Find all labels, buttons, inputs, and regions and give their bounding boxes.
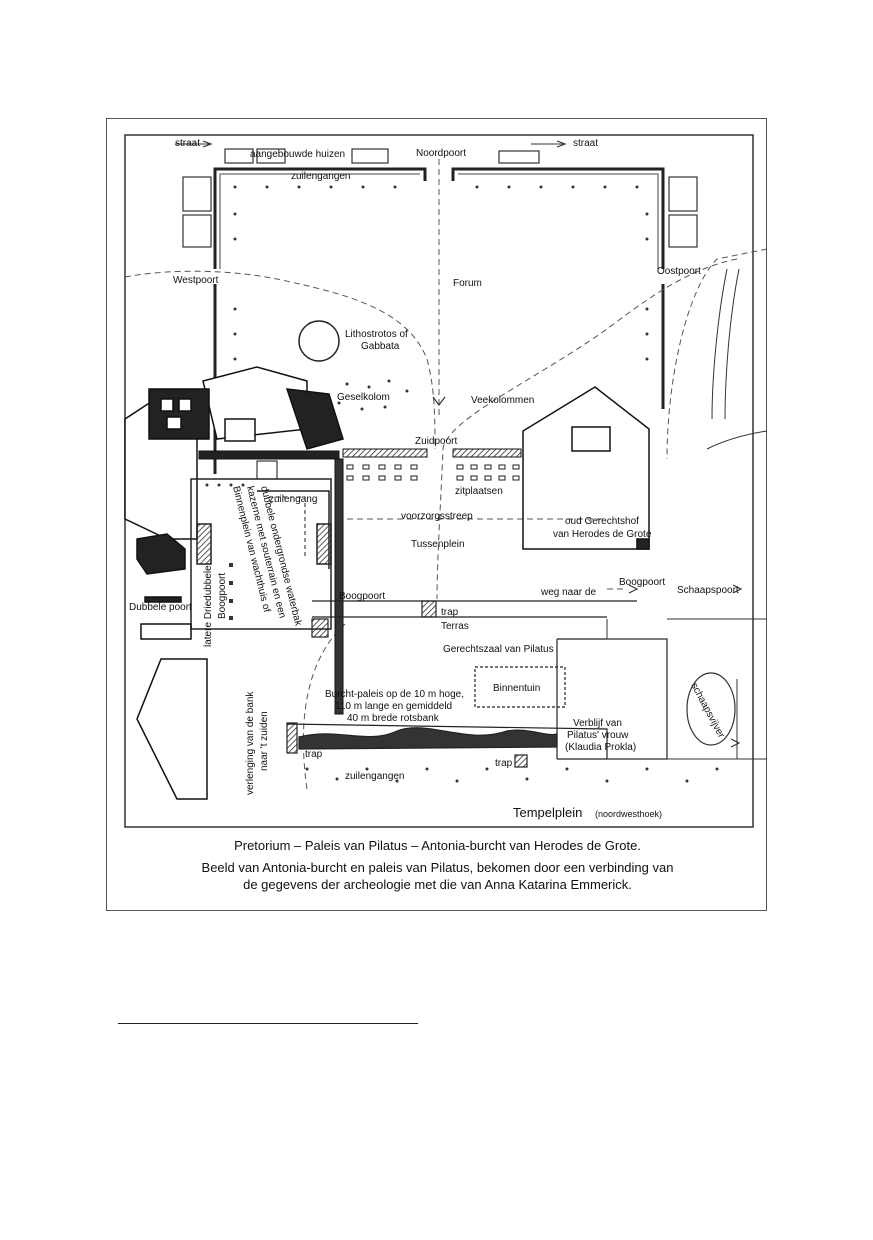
label-trap-left: trap xyxy=(305,749,323,760)
label-burcht-3: 40 m brede rotsbank xyxy=(347,713,440,724)
label-tussenplein: Tussenplein xyxy=(411,539,465,550)
label-boogpoort-left: Boogpoort xyxy=(339,591,385,602)
palace-outline xyxy=(286,600,668,768)
east-road xyxy=(706,268,768,450)
label-schaapspoort: Schaapspoort xyxy=(677,585,739,596)
label-oostpoort: Oostpoort xyxy=(657,266,701,277)
label-oud-gerechtshof-2: van Herodes de Grote xyxy=(553,529,652,540)
label-geselkolom: Geselkolom xyxy=(337,392,390,403)
label-boogpoort-right: Boogpoort xyxy=(619,577,665,588)
figure-frame: straat straat aangebouwde huizen Noordpo… xyxy=(106,118,768,911)
label-weg-naar-de: weg naar de xyxy=(540,587,596,598)
label-binnentuin: Binnentuin xyxy=(493,683,540,694)
label-zuilengangen-bottom: zuilengangen xyxy=(345,771,405,782)
south-forum-wall xyxy=(198,448,522,715)
arrow-heads xyxy=(202,140,743,748)
site-plan: straat straat aangebouwde huizen Noordpo… xyxy=(124,134,768,828)
label-verlenging-2: naar 't zuiden xyxy=(259,711,270,771)
label-westpoort: Westpoort xyxy=(173,275,219,286)
label-forum: Forum xyxy=(453,278,482,289)
label-tempelplein: Tempelplein xyxy=(513,805,582,820)
label-zuilengangen-top: zuilengangen xyxy=(291,171,351,182)
caption-line-3: de gegevens der archeologie met die van … xyxy=(243,877,632,892)
label-veekolommen: Veekolommen xyxy=(471,395,534,406)
footnote-rule xyxy=(118,1023,418,1024)
label-oud-gerechtshof-1: oud Gerechtshof xyxy=(565,516,639,527)
east-palace-lines xyxy=(606,618,767,760)
label-burcht-1: Burcht-paleis op de 10 m hoge, xyxy=(325,689,464,700)
label-dubbele-poort: Dubbele poort xyxy=(129,602,192,613)
caption-line-2: Beeld van Antonia-burcht en paleis van P… xyxy=(201,860,674,875)
label-verblijf-2: Pilatus' vrouw xyxy=(567,730,629,741)
label-verblijf-1: Verblijf van xyxy=(573,718,622,729)
label-verblijf-3: (Klaudia Prokla) xyxy=(565,742,636,753)
label-lithostrotos-1: Lithostrotos of xyxy=(345,329,408,340)
label-lithostrotos-2: Gabbata xyxy=(361,341,400,352)
map-border xyxy=(124,134,754,828)
label-zuilengang: zuilengang xyxy=(269,494,317,505)
inner-courtyard xyxy=(190,478,332,630)
label-trap-mid: trap xyxy=(441,607,459,618)
label-zuidpoort: Zuidpoort xyxy=(415,436,457,447)
dashed-paths xyxy=(124,159,768,790)
label-aangebouwde-huizen: aangebouwde huizen xyxy=(250,149,345,160)
label-latere-2: Boogpoort xyxy=(217,573,228,619)
label-straat-left: straat xyxy=(175,138,200,149)
label-trap-bottom: trap xyxy=(495,758,513,769)
label-burcht-2: 110 m lange en gemiddeld xyxy=(335,701,452,712)
houses-top xyxy=(182,148,698,248)
forum-columns xyxy=(233,185,649,411)
label-noordpoort: Noordpoort xyxy=(416,148,466,159)
courtyard-columns xyxy=(205,483,245,620)
label-zitplaatsen: zitplaatsen xyxy=(455,486,503,497)
caption-line-1: Pretorium – Paleis van Pilatus – Antonia… xyxy=(234,838,641,853)
label-gerechtszaal: Gerechtszaal van Pilatus xyxy=(443,644,554,655)
label-noordwesthoek: (noordwesthoek) xyxy=(595,809,662,819)
forum-inner-walls xyxy=(219,173,659,269)
label-latere-1: latere Driedubbele xyxy=(203,565,214,647)
label-straat-right: straat xyxy=(573,138,598,149)
forum-walls xyxy=(213,167,665,474)
seats-rows xyxy=(346,464,520,481)
lithostrotos-circle xyxy=(298,320,340,362)
label-schaapsvijver: schaapsvijver xyxy=(688,681,726,740)
temple-plaza-columns xyxy=(305,767,719,783)
label-verlenging-1: verlenging van de bank xyxy=(245,691,256,795)
label-voorzorgsstreep: voorzorgsstreep xyxy=(401,511,473,522)
old-court-building xyxy=(522,386,650,550)
west-exterior xyxy=(136,533,208,800)
fortress-west xyxy=(124,366,344,540)
label-terras: Terras xyxy=(441,621,469,632)
sheep-pool xyxy=(686,672,736,746)
